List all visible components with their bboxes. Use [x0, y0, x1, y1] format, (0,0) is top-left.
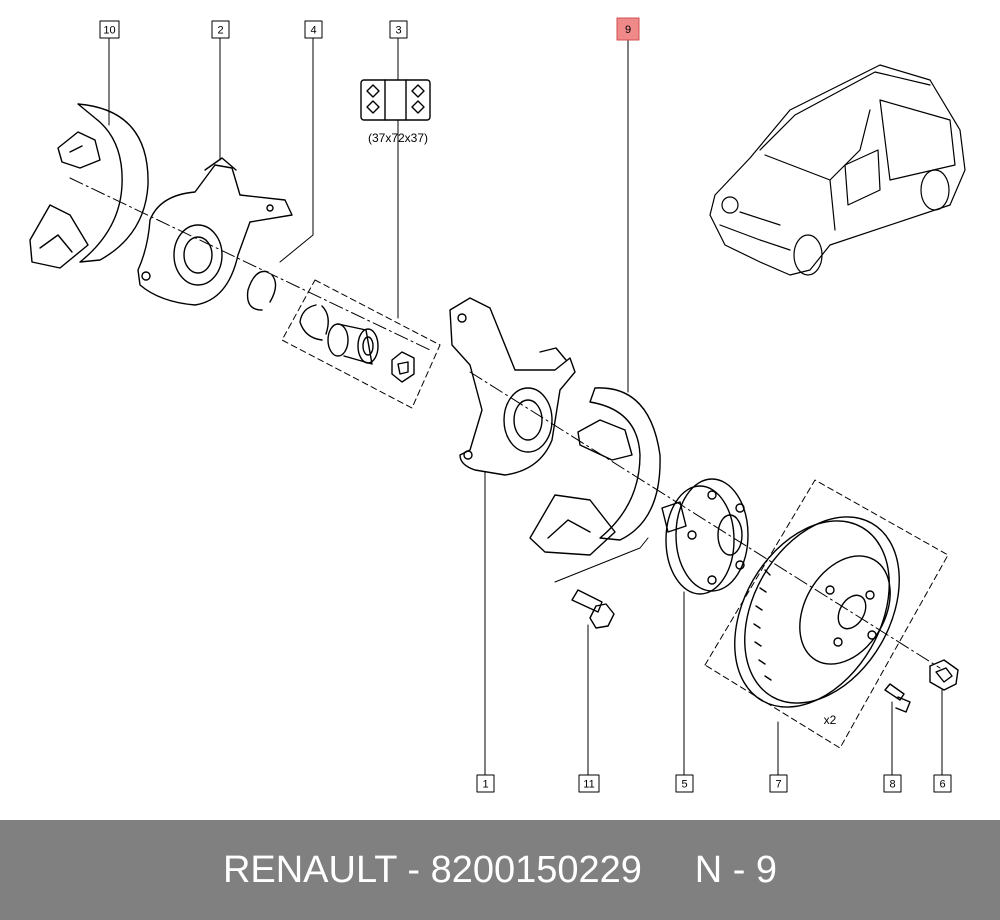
callout-10: 10	[99, 20, 120, 39]
nut-6	[929, 659, 959, 691]
callout-9: 9	[616, 17, 640, 41]
bearing-dimension-text: (37x72x37)	[368, 131, 428, 145]
callout-7: 7	[769, 774, 788, 793]
svg-text:5: 5	[681, 779, 687, 791]
circlip-left	[246, 270, 277, 311]
svg-text:7: 7	[775, 779, 781, 791]
callout-6: 6	[933, 774, 952, 793]
brake-disc	[704, 479, 949, 749]
steering-knuckle-left	[137, 157, 293, 306]
part-number-caption: RENAULT - 8200150229 N - 9	[222, 849, 778, 891]
svg-text:6: 6	[939, 779, 945, 791]
svg-text:8: 8	[889, 779, 895, 791]
bolt-11	[571, 589, 615, 629]
svg-text:1: 1	[482, 779, 488, 791]
backing-plate-right	[529, 387, 661, 556]
footer-bar: RENAULT - 8200150229 N - 9	[0, 820, 1000, 920]
svg-text:10: 10	[103, 25, 115, 37]
wheel-hub	[661, 478, 749, 595]
svg-text:11: 11	[583, 779, 594, 791]
svg-text:3: 3	[395, 25, 401, 37]
callout-11: 11	[578, 774, 600, 793]
svg-text:2: 2	[217, 25, 223, 37]
bearing-kit	[281, 279, 441, 409]
callout-3: 3	[389, 20, 408, 39]
disc-quantity-text: x2	[824, 713, 837, 727]
leader-lines	[108, 37, 943, 776]
screw-8	[884, 683, 911, 713]
backing-plate-left	[29, 103, 149, 269]
steering-knuckle-main	[449, 297, 576, 476]
vehicle-illustration	[709, 64, 966, 276]
bearing-symbol	[360, 79, 431, 121]
callout-5: 5	[675, 774, 694, 793]
svg-text:9: 9	[625, 24, 631, 36]
assembly-axis	[69, 177, 941, 669]
callout-1: 1	[476, 774, 495, 793]
parts-diagram: (37x72x37)	[29, 17, 966, 793]
callout-4: 4	[304, 20, 323, 39]
callout-2: 2	[211, 20, 230, 39]
svg-text:4: 4	[310, 25, 316, 37]
callout-8: 8	[883, 774, 902, 793]
